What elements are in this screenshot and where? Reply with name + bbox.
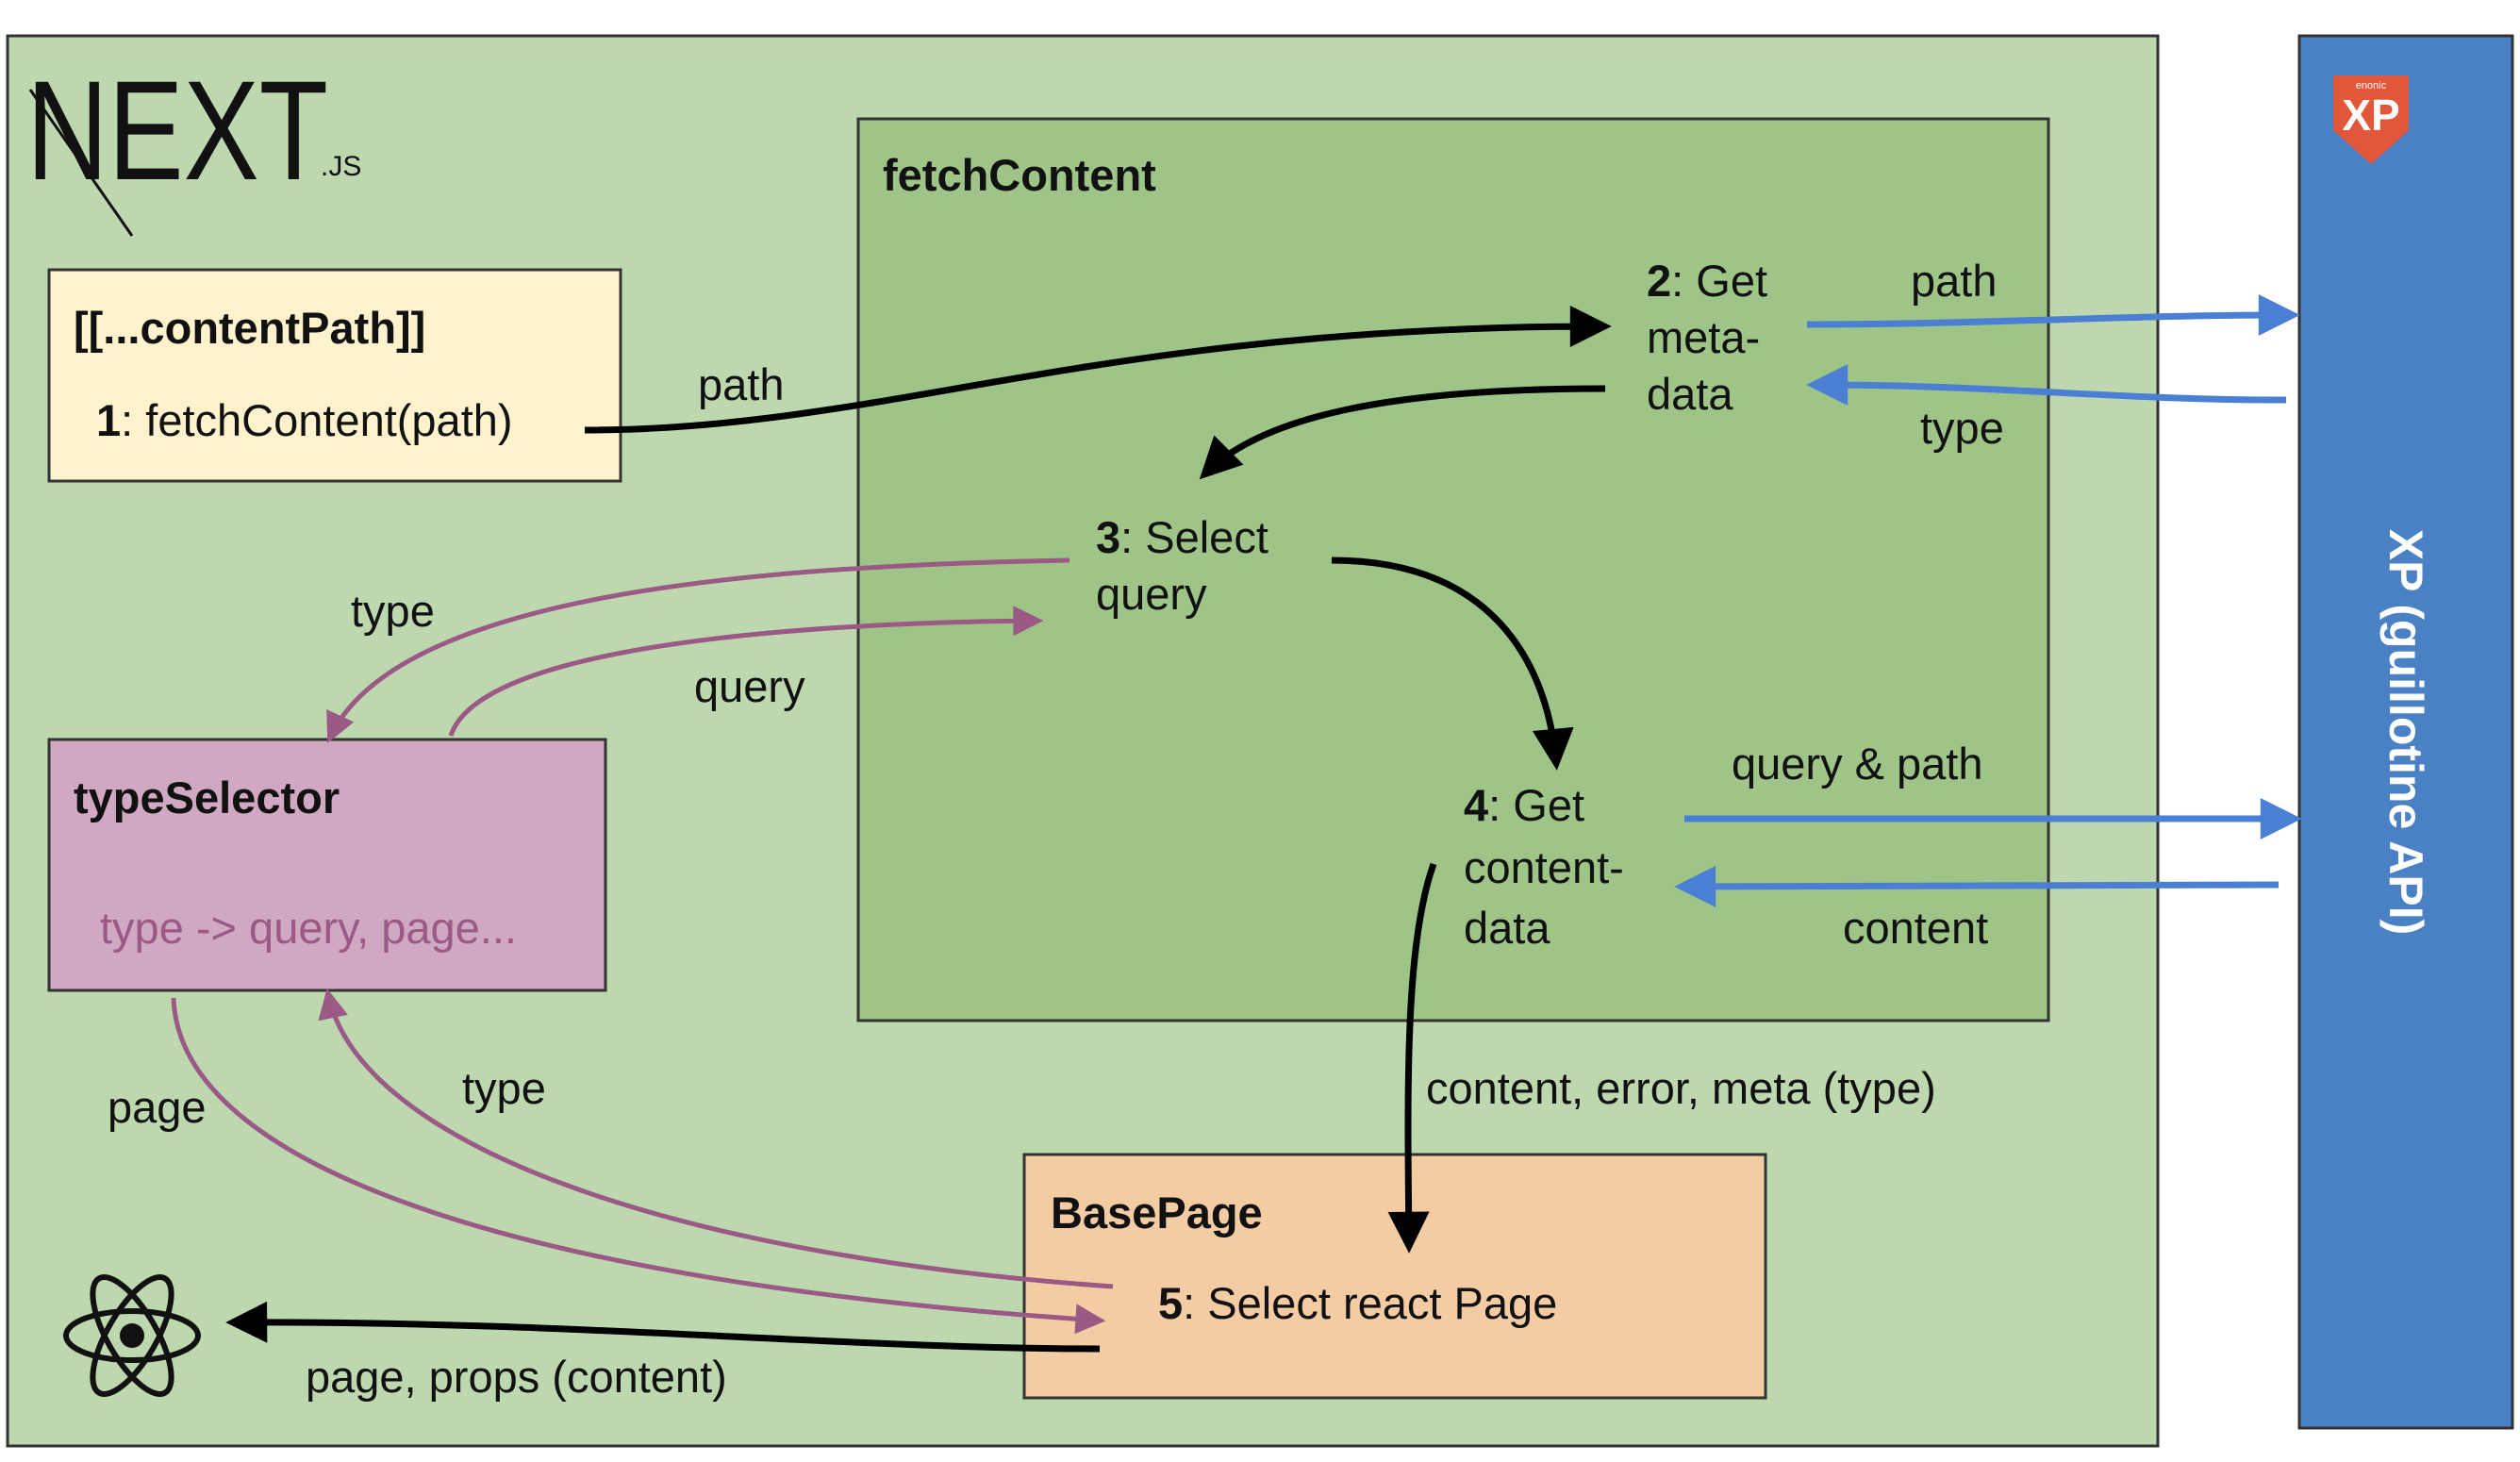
- xp-logo: enonic XP: [2333, 75, 2409, 164]
- step2-line2: meta-: [1647, 312, 1760, 362]
- step3-line1: 3: Select: [1096, 512, 1268, 562]
- arrow-metadata-to-query: [1199, 385, 1606, 480]
- label-query-from-selector: query: [694, 661, 805, 711]
- arrow-query-from-selector: [448, 606, 1044, 737]
- step1-label: 1: fetchContent(path): [96, 395, 513, 445]
- arrow-basepage-type-to-selector: [318, 988, 1114, 1289]
- label-content-to-basepage: content, error, meta (type): [1426, 1063, 1936, 1113]
- arrow-path-to-xp: [1806, 294, 2300, 337]
- step4-line3: data: [1464, 903, 1550, 953]
- step2-line3: data: [1647, 369, 1733, 419]
- arrow-type-from-xp: [1806, 364, 2287, 407]
- nextjs-logo-text: NEXT: [26, 51, 328, 209]
- fetch-content-title: fetchContent: [883, 150, 1156, 200]
- type-selector-title: typeSelector: [74, 773, 340, 822]
- nextjs-logo: NEXT .JS: [26, 51, 361, 237]
- nextjs-logo-suffix: .JS: [321, 151, 361, 182]
- label-type-from-xp: type: [1920, 403, 2004, 453]
- arrow-path-to-metadata: [584, 306, 1612, 434]
- label-path-to-xp: path: [1911, 256, 1997, 306]
- step5-label: 5: Select react Page: [1158, 1278, 1557, 1328]
- xp-logo-small-text: enonic: [2356, 80, 2387, 91]
- step4-line1: 4: Get: [1464, 780, 1584, 830]
- arrow-basepage-to-react: [225, 1301, 1101, 1353]
- xp-panel-label: XP (guillotine API): [2379, 529, 2432, 936]
- content-path-title: [[...contentPath]]: [74, 303, 425, 353]
- step4-line2: content-: [1464, 842, 1624, 892]
- react-icon: [63, 1274, 201, 1397]
- arrow-content-from-xp: [1674, 865, 2280, 907]
- arrow-content-to-basepage: [1387, 862, 1437, 1254]
- arrow-type-to-selector: [326, 557, 1070, 743]
- label-page-from-selector: page: [108, 1082, 207, 1132]
- arrow-query-to-content: [1331, 557, 1574, 771]
- label-query-path-to-xp: query & path: [1732, 739, 1983, 789]
- label-type-from-basepage: type: [462, 1063, 546, 1113]
- label-path-to-meta: path: [698, 359, 784, 409]
- type-selector-body: type -> query, page...: [100, 903, 517, 953]
- fetch-content-box: [856, 117, 2050, 1022]
- label-type-to-selector: type: [351, 586, 435, 636]
- base-page-title: BasePage: [1051, 1188, 1263, 1238]
- xp-panel: [2297, 34, 2514, 1430]
- step3-line2: query: [1096, 569, 1207, 619]
- content-path-box: [47, 268, 622, 483]
- label-page-props-out: page, props (content): [306, 1352, 727, 1402]
- label-content-from-xp: content: [1843, 903, 1988, 953]
- step2-line1: 2: Get: [1647, 256, 1767, 306]
- xp-logo-text: XP: [2342, 91, 2399, 140]
- arrow-page-from-selector: [171, 997, 1106, 1335]
- base-page-box: [1022, 1153, 1767, 1400]
